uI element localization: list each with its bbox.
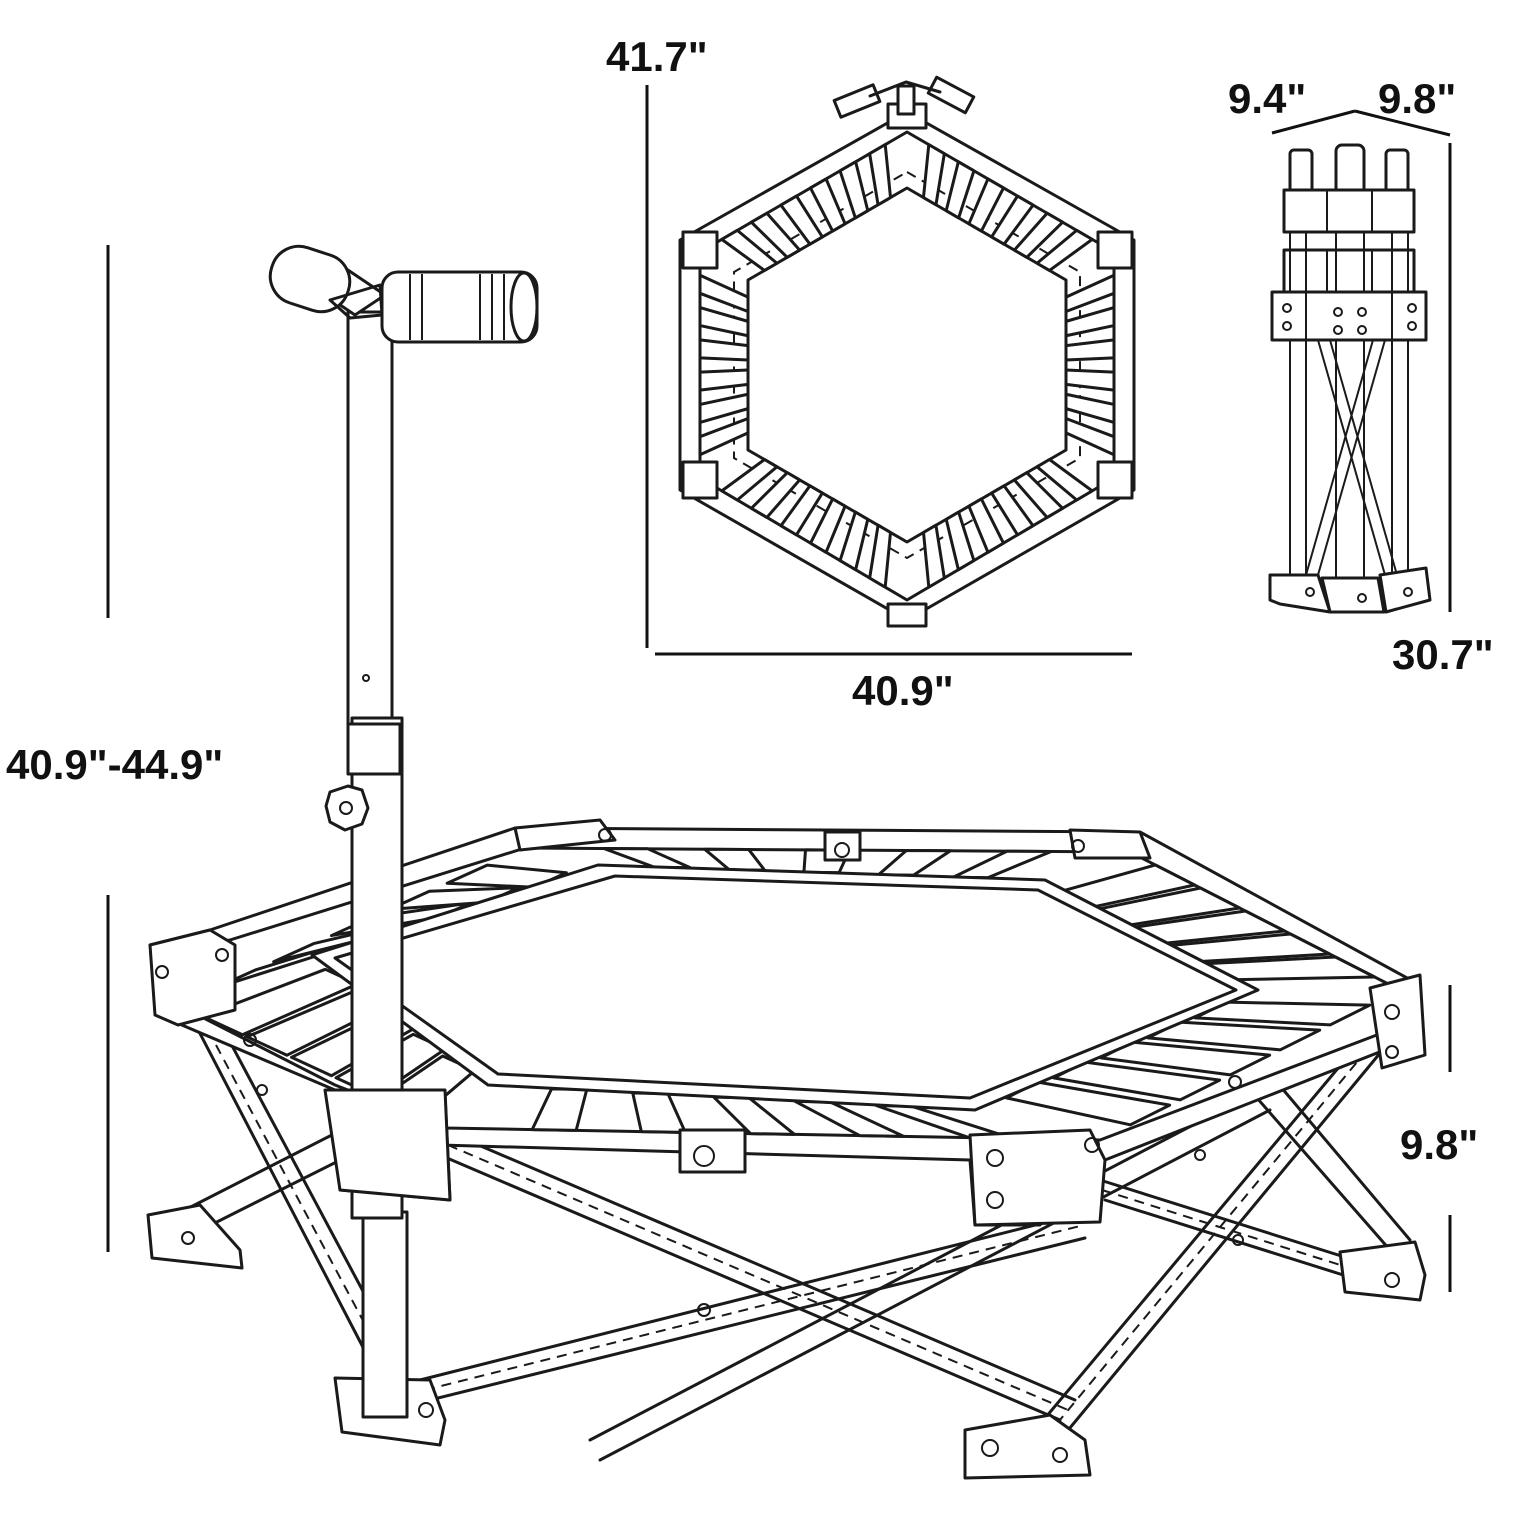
strap [698,392,750,424]
strap [698,338,750,362]
handle-bar [268,244,539,1419]
folded-top-width-label: 9.4" [1228,75,1307,122]
strap [201,967,359,1037]
adjustment-knob [324,784,370,832]
strap [1064,273,1116,313]
strap [445,863,568,889]
top-view-trampoline [678,75,1136,628]
top-view-width-label: 40.9" [852,667,954,714]
strap [967,497,1005,554]
top-view-corner-brackets [681,102,1134,628]
folded-trampoline [1268,143,1432,614]
strap [1035,457,1094,502]
strap [1035,228,1094,272]
jump-mat-edge [333,874,1238,1100]
strap [944,160,976,220]
strap [990,484,1035,537]
strap [698,306,750,338]
frame-height-label: 9.8" [1400,1121,1479,1168]
folded-width-line [1271,109,1356,135]
jump-mat [746,186,1068,544]
strap [808,177,847,233]
trampoline-legs [173,993,1412,1462]
main-trampoline [146,244,1427,1480]
strap [809,497,847,554]
strap [698,273,750,313]
strap [1064,338,1116,362]
strap [720,228,779,272]
strap [1012,471,1065,519]
strap [921,143,946,207]
dimension-lines [106,85,1452,1292]
handle-height-label: 40.9"-44.9" [6,741,224,788]
strap [779,484,824,537]
jump-mat [310,863,1260,1112]
strap [1064,417,1116,457]
strap [749,211,802,259]
strap [868,143,893,207]
strap [944,510,976,572]
strap [990,194,1035,246]
strap [698,417,750,457]
top-view-height-label: 41.7" [606,33,708,80]
strap [922,523,946,589]
handle-upper-tube [346,310,394,734]
strap [838,510,870,572]
folded-depth-line [1354,109,1451,137]
top-view-straps [698,143,1116,589]
strap [779,194,824,246]
strap [749,471,802,519]
mat-stitch-outer [733,170,1081,560]
strap [1064,306,1116,338]
strap [720,457,779,502]
left-grip [268,244,352,314]
strap [698,368,750,392]
strap [868,523,892,589]
handle-collar [346,722,402,776]
strap [1064,368,1116,392]
top-view-handle-piece [832,75,976,119]
strap [1012,211,1065,259]
handle-lower-tube [361,1210,409,1419]
strap [967,177,1006,233]
strap [1064,392,1116,424]
folded-height-label: 30.7" [1392,631,1494,678]
strap [838,160,870,220]
folded-top-depth-label: 9.8" [1378,75,1457,122]
